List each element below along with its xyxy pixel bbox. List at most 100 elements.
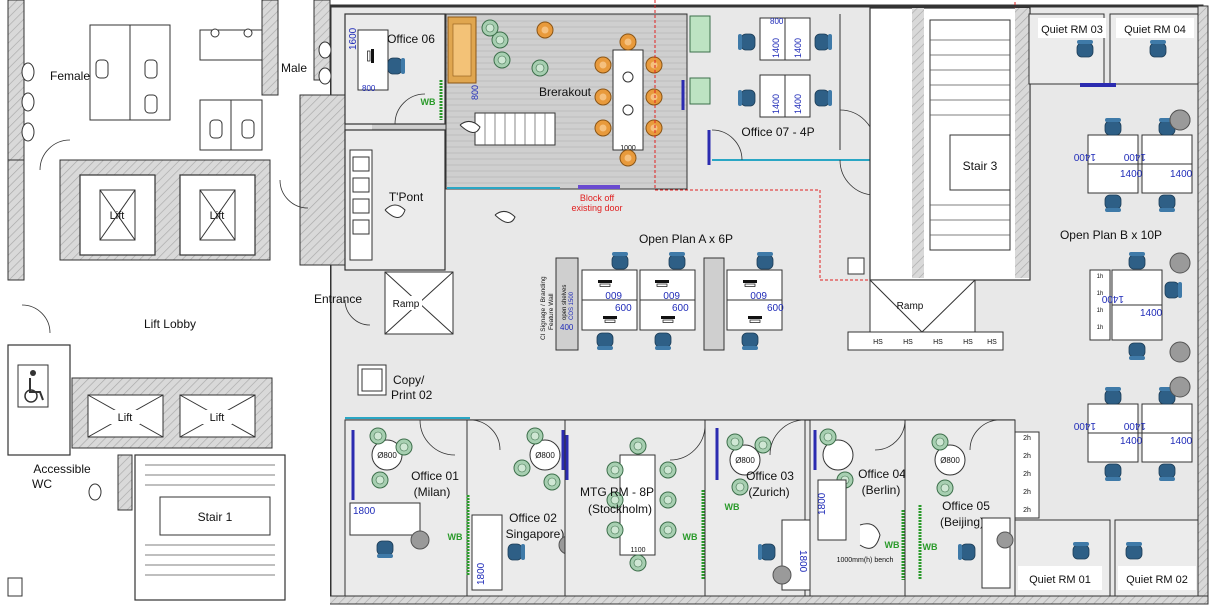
office-02-label: Office 02 <box>509 511 557 525</box>
office-02-sub: Singapore) <box>506 527 565 541</box>
dim-600: 600 <box>750 289 767 300</box>
quiet-rm-03-label: Quiet RM 03 <box>1041 24 1103 36</box>
locker-2h: 2h <box>1023 453 1031 460</box>
feature-wall <box>555 257 579 351</box>
open-plan-a-label: Open Plan A x 6P <box>639 232 733 246</box>
hs-label: HS <box>903 339 913 346</box>
lift-label: Lift <box>210 210 225 222</box>
desk-cluster-a: 600 600 600 600 600 600 <box>581 251 784 351</box>
dim-400: 400 <box>560 323 574 332</box>
dim-1800: 1800 <box>817 492 828 515</box>
tpont-label: T'Pont <box>389 190 424 204</box>
hs-label: HS <box>987 339 997 346</box>
dim-1400: 1400 <box>1170 169 1193 180</box>
breakout-table <box>612 49 644 151</box>
mtg-room-sub: (Stockholm) <box>588 502 652 516</box>
ramp-label: Ramp <box>393 299 420 310</box>
copy-print-label: Copy/ <box>393 373 425 387</box>
female-wc-label: Female <box>50 69 90 83</box>
locker-label: 1h <box>1097 291 1104 297</box>
signage-label: CI Signage / Branding <box>540 276 547 340</box>
quiet-rm-01-label: Quiet RM 01 <box>1029 574 1091 586</box>
open-shelves-2: COS 1500 <box>569 291 575 320</box>
stair-3-label: Stair 3 <box>963 159 998 173</box>
block-off-label-2: existing door <box>571 203 622 213</box>
dim-800: 800 <box>470 85 480 100</box>
dim-1400: 1400 <box>1120 436 1143 447</box>
lift-lobby-label: Lift Lobby <box>144 317 196 331</box>
wb-label: WB <box>885 540 900 550</box>
dim-1400: 1400 <box>771 38 781 58</box>
building-core: Lift Lift Female Male Lift Lobby <box>0 0 371 606</box>
lift-label: Lift <box>210 412 225 424</box>
quiet-rm-02-label: Quiet RM 02 <box>1126 574 1188 586</box>
wb-label: WB <box>421 97 436 107</box>
hs-label: HS <box>963 339 973 346</box>
mtg-room-label: MTG RM - 8P <box>580 485 654 499</box>
dim-1800: 1800 <box>797 550 808 573</box>
accessible-wc-label: Accessible <box>33 462 91 476</box>
signage-label-2: Feature Wall <box>548 293 555 330</box>
lift-label: Lift <box>110 210 125 222</box>
office-01-sub: (Milan) <box>414 485 451 499</box>
office-03-label: Office 03 <box>746 469 794 483</box>
office-05-label: Office 05 <box>942 499 990 513</box>
open-plan-b-label: Open Plan B x 10P <box>1060 228 1162 242</box>
locker-2h: 2h <box>1023 489 1031 496</box>
wb-label: WB <box>923 542 938 552</box>
entrance-label: Entrance <box>314 292 362 306</box>
stair-1-label: Stair 1 <box>198 510 233 524</box>
dim-dia800: Ø800 <box>377 451 397 460</box>
locker-label: 1h <box>1097 308 1104 314</box>
open-shelves: open shelves <box>562 285 568 320</box>
dim-1400: 1400 <box>793 94 803 114</box>
dim-dia800: Ø800 <box>535 451 555 460</box>
lift-label: Lift <box>118 412 133 424</box>
wb-label: WB <box>725 502 740 512</box>
block-off-label: Block off <box>580 193 615 203</box>
quiet-rm-04-label: Quiet RM 04 <box>1124 24 1186 36</box>
desk-cluster-b-top: 1400 1400 1400 1400 <box>1073 117 1193 213</box>
dim-600: 600 <box>615 303 632 314</box>
office-05-sub: (Beijing) <box>940 515 984 529</box>
desk-cluster-b-bottom: 1400 1400 1400 1400 <box>1073 386 1193 482</box>
office-03-sub: (Zurich) <box>748 485 789 499</box>
dim-1400: 1400 <box>1123 151 1146 162</box>
dim-1400: 1400 <box>1123 420 1146 431</box>
office-04-sub: (Berlin) <box>862 483 901 497</box>
dim-600: 600 <box>672 303 689 314</box>
locker-2h: 2h <box>1023 471 1031 478</box>
dim-dia800: Ø800 <box>940 456 960 465</box>
dim-1100: 1100 <box>630 547 645 554</box>
office-07-label: Office 07 - 4P <box>741 125 814 139</box>
locker-2h: 2h <box>1023 507 1031 514</box>
hs-label: HS <box>873 339 883 346</box>
dim-1800: 1800 <box>353 506 376 517</box>
locker-label: 1h <box>1097 325 1104 331</box>
copier <box>357 364 387 396</box>
locker-2h: 2h <box>1023 435 1031 442</box>
dim-1400: 1400 <box>771 94 781 114</box>
dim-1400: 1400 <box>1140 308 1163 319</box>
hs-label: HS <box>933 339 943 346</box>
bench-label: 1000mm(h) bench <box>837 557 894 564</box>
dim-600: 600 <box>605 289 622 300</box>
dim-1400: 1400 <box>793 38 803 58</box>
male-wc-label: Male <box>281 61 307 75</box>
office-04-label: Office 04 <box>858 467 906 481</box>
desk-cluster-b-mid: 1h 1h 1h 1h 1400 1400 <box>1089 251 1183 361</box>
office-01-label: Office 01 <box>411 469 459 483</box>
dim-1400: 1400 <box>1073 420 1096 431</box>
dim-1400: 1400 <box>1073 151 1096 162</box>
wb-label: WB <box>448 532 463 542</box>
dim-1600: 1600 <box>348 27 359 50</box>
dim-800: 800 <box>362 84 376 93</box>
ramp-label: Ramp <box>897 301 924 312</box>
accessible-wc-label-2: WC <box>32 477 52 491</box>
copy-print-label-2: Print 02 <box>391 388 433 402</box>
dim-1800: 1800 <box>476 562 487 585</box>
dim-1400: 1400 <box>1170 436 1193 447</box>
dim-1400: 1400 <box>1120 169 1143 180</box>
locker-label: 1h <box>1097 274 1104 280</box>
dim-800: 800 <box>770 17 784 26</box>
